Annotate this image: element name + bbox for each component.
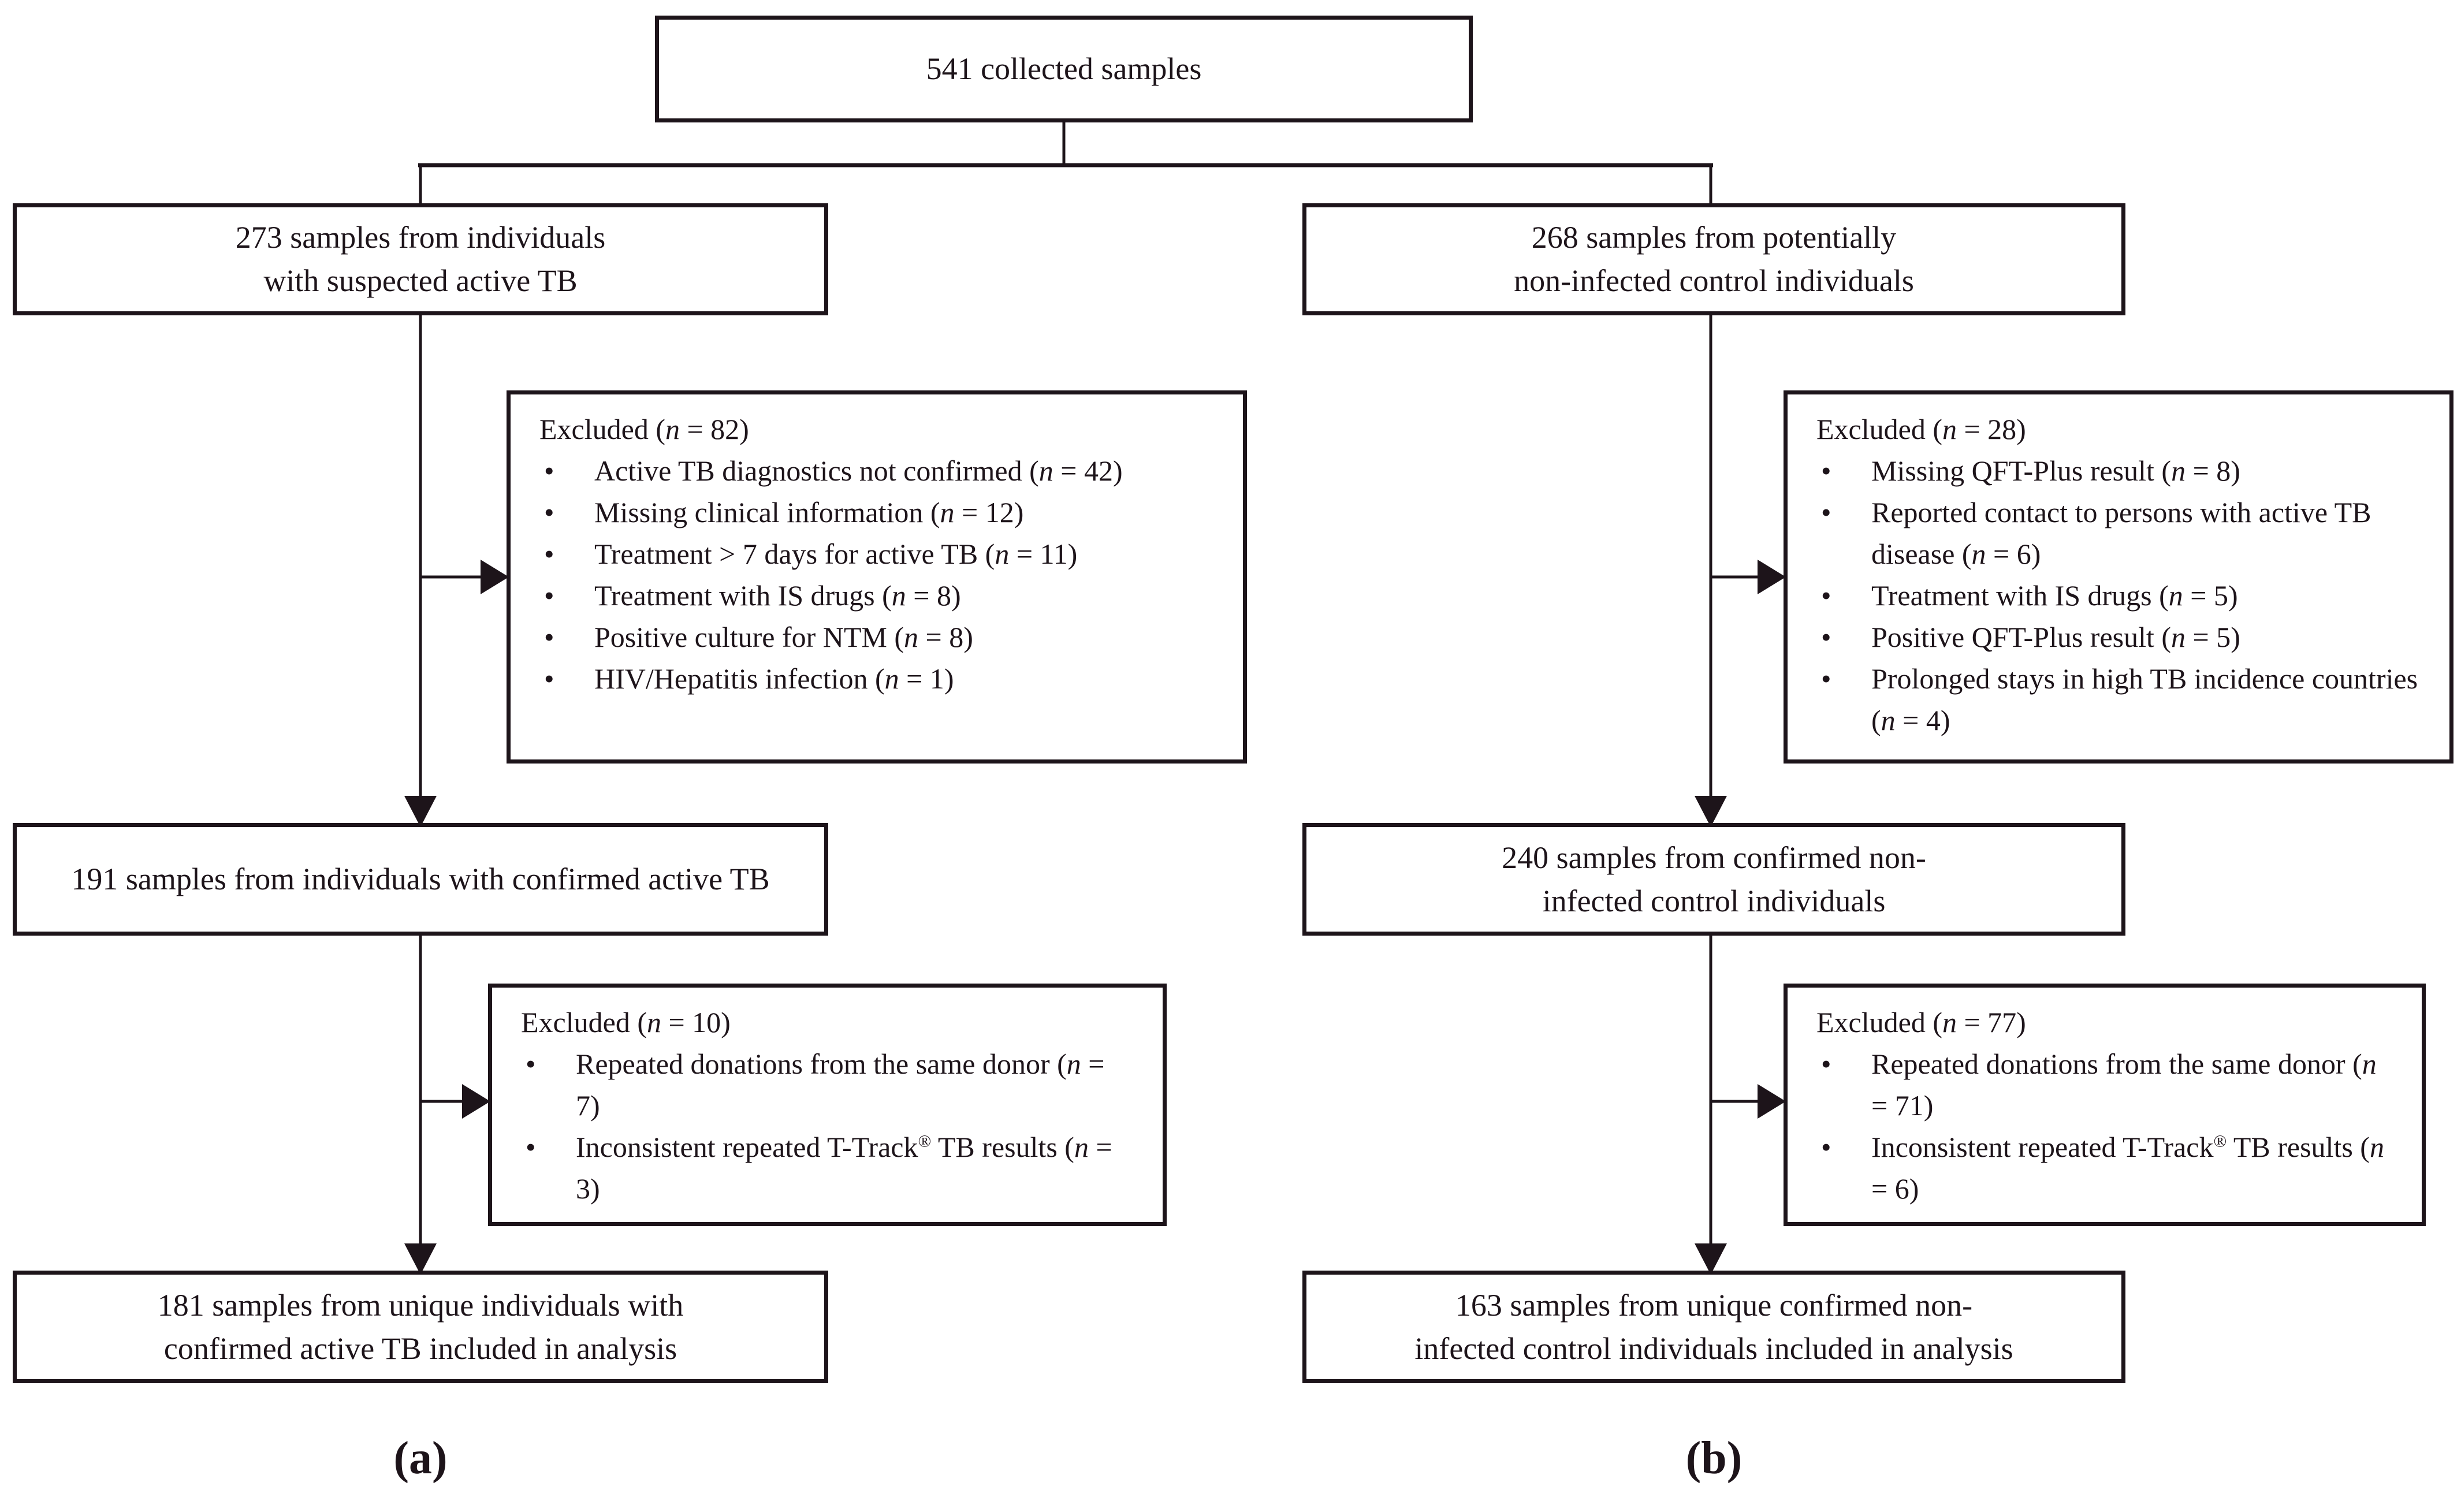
list-item: Positive culture for NTM (n = 8) xyxy=(539,616,1214,658)
panel-label-b: (b) xyxy=(1685,1433,1743,1484)
suspected-tb-text: 273 samples from individuals with suspec… xyxy=(235,220,606,298)
final-tb-box: 181 samples from unique individuals with… xyxy=(13,1271,828,1383)
list-item: Active TB diagnostics not confirmed (n =… xyxy=(539,450,1214,491)
control-candidates-box: 268 samples from potentially non-infecte… xyxy=(1302,203,2125,315)
list-item: Missing clinical information (n = 12) xyxy=(539,491,1214,533)
arrowhead-right-excluded-1 xyxy=(1758,560,1786,594)
list-item: Treatment with IS drugs (n = 5) xyxy=(1816,575,2421,616)
confirmed-tb-box: 191 samples from individuals with confir… xyxy=(13,823,828,936)
list-item: Prolonged stays in high TB incidence cou… xyxy=(1816,658,2421,741)
confirmed-tb-text: 191 samples from individuals with confir… xyxy=(71,862,770,897)
arrowhead-left-final-box xyxy=(404,1243,437,1275)
arrowhead-left-excluded-1 xyxy=(481,560,509,594)
excluded-repeat-controls-list: Repeated donations from the same donor (… xyxy=(1816,1043,2393,1209)
final-controls-box: 163 samples from unique confirmed non-in… xyxy=(1302,1271,2125,1383)
panel-label-a: (a) xyxy=(393,1433,448,1484)
list-item: Repeated donations from the same donor (… xyxy=(521,1043,1134,1126)
collected-samples-box: 541 collected samples xyxy=(655,16,1473,122)
list-item: HIV/Hepatitis infection (n = 1) xyxy=(539,658,1214,699)
suspected-tb-box: 273 samples from individuals with suspec… xyxy=(13,203,828,315)
list-item: Inconsistent repeated T-Track® TB result… xyxy=(1816,1126,2393,1209)
list-item: Reported contact to persons with active … xyxy=(1816,491,2421,575)
excluded-suspected-list: Active TB diagnostics not confirmed (n =… xyxy=(539,450,1214,699)
list-item: Inconsistent repeated T-Track® TB result… xyxy=(521,1126,1134,1209)
excluded-controls-list: Missing QFT-Plus result (n = 8) Reported… xyxy=(1816,450,2421,741)
excluded-repeat-tb-list: Repeated donations from the same donor (… xyxy=(521,1043,1134,1209)
excluded-repeat-tb-header: Excluded (n = 10) xyxy=(521,1006,731,1038)
arrowhead-left-mid-box xyxy=(404,796,437,827)
confirmed-controls-text: 240 samples from confirmed non-infected … xyxy=(1502,840,1926,918)
arrowhead-right-mid-box xyxy=(1695,796,1727,827)
collected-samples-text: 541 collected samples xyxy=(926,51,1202,87)
excluded-repeat-tb-box: Excluded (n = 10) Repeated donations fro… xyxy=(488,984,1167,1226)
list-item: Repeated donations from the same donor (… xyxy=(1816,1043,2393,1126)
list-item: Treatment > 7 days for active TB (n = 11… xyxy=(539,533,1214,575)
excluded-suspected-header: Excluded (n = 82) xyxy=(539,413,749,445)
excluded-controls-header: Excluded (n = 28) xyxy=(1816,413,2026,445)
list-item: Positive QFT-Plus result (n = 5) xyxy=(1816,616,2421,658)
final-controls-text: 163 samples from unique confirmed non-in… xyxy=(1414,1287,2013,1366)
list-item: Treatment with IS drugs (n = 8) xyxy=(539,575,1214,616)
confirmed-controls-box: 240 samples from confirmed non-infected … xyxy=(1302,823,2125,936)
excluded-repeat-controls-box: Excluded (n = 77) Repeated donations fro… xyxy=(1784,984,2426,1226)
excluded-controls-box: Excluded (n = 28) Missing QFT-Plus resul… xyxy=(1784,390,2453,764)
control-candidates-text: 268 samples from potentially non-infecte… xyxy=(1514,220,1914,298)
final-tb-text: 181 samples from unique individuals with… xyxy=(157,1287,684,1366)
arrowhead-left-excluded-2 xyxy=(462,1084,490,1119)
arrowhead-right-excluded-2 xyxy=(1758,1084,1786,1119)
arrowhead-right-final-box xyxy=(1695,1243,1727,1275)
excluded-repeat-controls-header: Excluded (n = 77) xyxy=(1816,1006,2026,1038)
excluded-suspected-box: Excluded (n = 82) Active TB diagnostics … xyxy=(507,390,1247,764)
list-item: Missing QFT-Plus result (n = 8) xyxy=(1816,450,2421,491)
